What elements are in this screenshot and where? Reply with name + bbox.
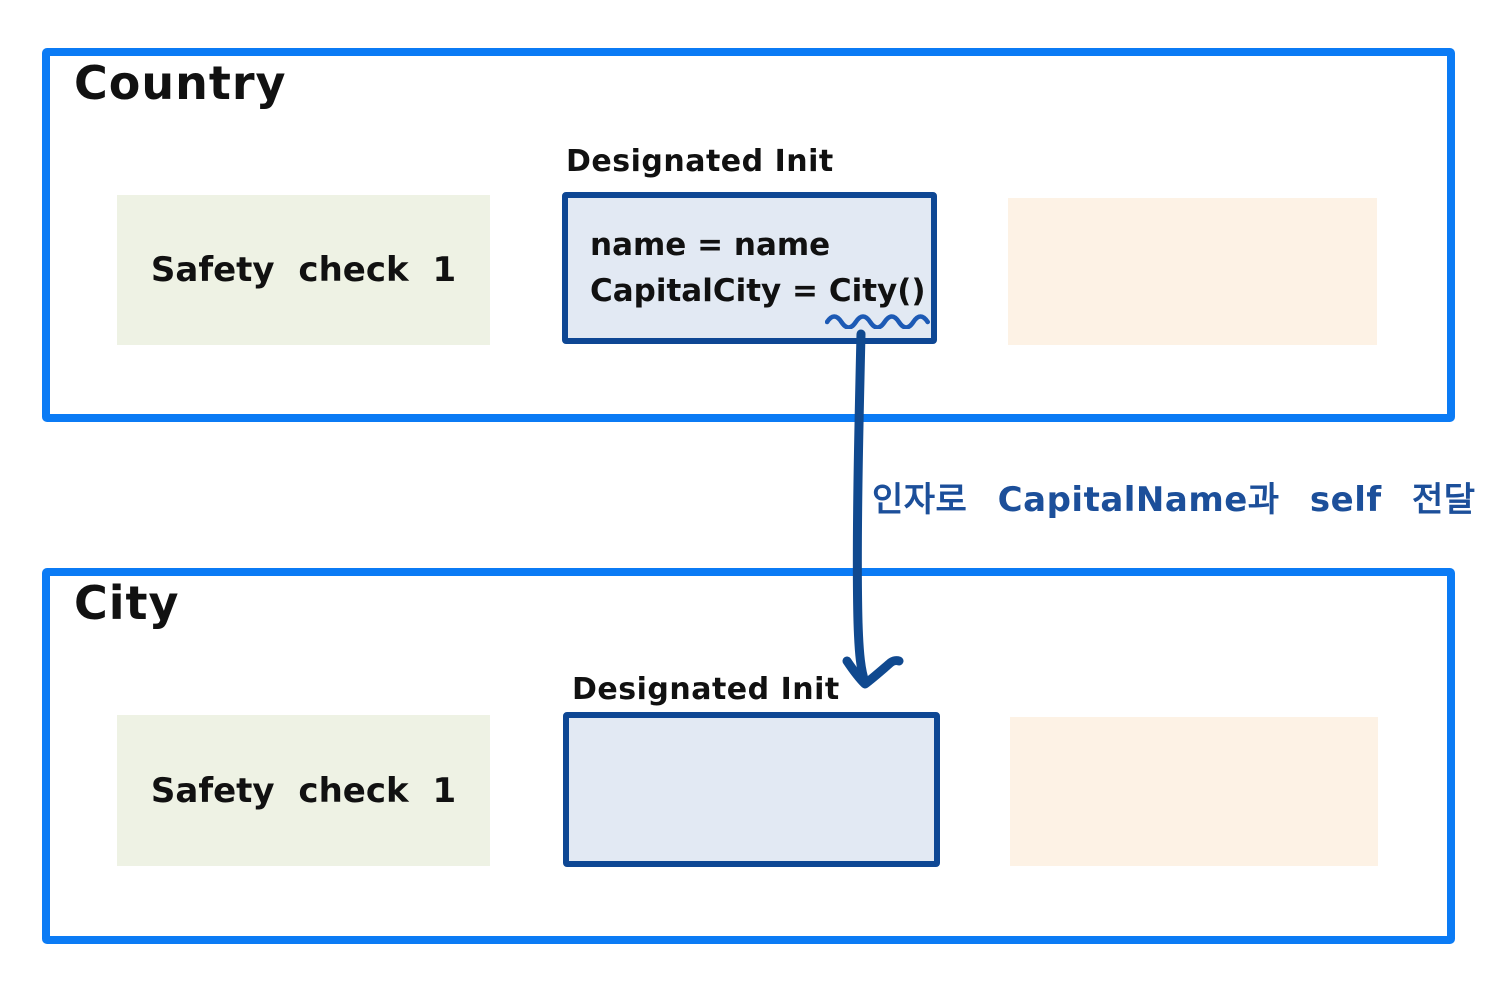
city-safety-check-box: Safety check 1 — [117, 715, 490, 866]
city-title: City — [74, 576, 180, 630]
city-convenience-box — [1010, 717, 1378, 866]
country-code-line-2-lhs: CapitalCity = — [590, 273, 829, 309]
arrow-annotation: 인자로 CapitalName과 self 전달 — [872, 480, 1476, 520]
country-code-line-1: name = name — [590, 227, 831, 263]
country-code-line-2: CapitalCity = City() — [590, 268, 931, 329]
country-class-box: Country Safety check 1 Designated Init n… — [42, 48, 1455, 422]
squiggle-underline-icon — [824, 314, 930, 329]
city-designated-init-label: Designated Init — [572, 672, 840, 707]
country-safety-check-label: Safety check 1 — [150, 250, 457, 290]
country-designated-init-label: Designated Init — [566, 144, 834, 179]
country-convenience-box — [1008, 198, 1377, 345]
country-safety-check-box: Safety check 1 — [117, 195, 490, 345]
country-city-call-text: City() — [828, 273, 926, 309]
city-safety-check-label: Safety check 1 — [150, 770, 457, 811]
city-designated-init-box — [563, 712, 940, 867]
country-designated-init-box: name = name CapitalCity = City() — [562, 192, 937, 344]
city-class-box: City Safety check 1 Designated Init — [42, 568, 1455, 944]
country-city-call: City() — [824, 268, 930, 329]
country-title: Country — [74, 56, 287, 110]
